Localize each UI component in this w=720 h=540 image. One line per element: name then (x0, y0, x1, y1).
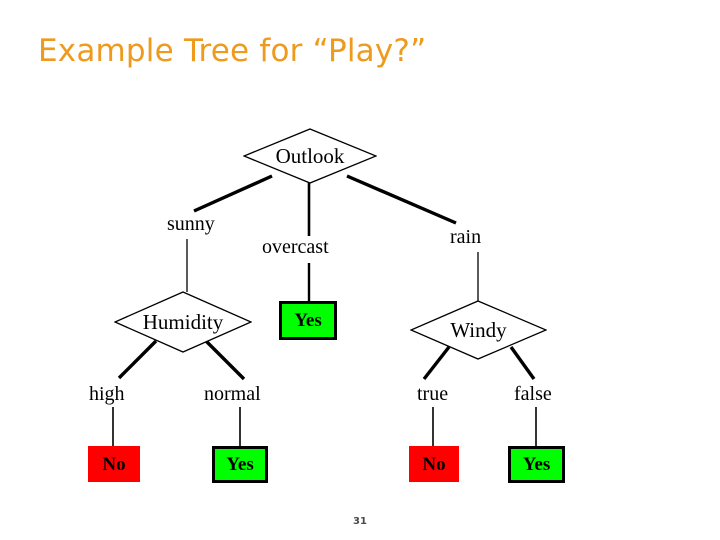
edge-windy-false (509, 346, 536, 380)
edge-label-rain: rain (450, 226, 482, 248)
node-outlook-label: Outlook (275, 143, 345, 168)
page-number: 31 (353, 516, 367, 527)
edge-outlook-rain (346, 174, 457, 225)
node-windy-label: Windy (450, 317, 507, 342)
diamond-shape-humidity (114, 291, 252, 353)
node-humidity-label: Humidity (142, 309, 224, 334)
edge-windy-true (422, 345, 451, 381)
leaf-overcast-yes-label: Yes (294, 310, 322, 331)
edge-label-overcast: overcast (262, 236, 329, 258)
edge-label-high: high (89, 383, 125, 405)
edge-humidity-high (117, 339, 158, 380)
edge-label-normal: normal (204, 383, 261, 405)
node-humidity[interactable]: Humidity (114, 291, 252, 353)
leaf-high-no[interactable]: No (88, 446, 140, 482)
leaf-true-no[interactable]: No (409, 446, 459, 482)
edge-label-sunny: sunny (167, 213, 215, 235)
edge-label-true: true (417, 383, 449, 405)
edge-outlook-sunny (193, 174, 273, 213)
leaf-false-yes[interactable]: Yes (508, 446, 565, 483)
page-title: Example Tree for “Play?” (38, 33, 427, 69)
diamond-shape-windy (410, 300, 547, 360)
edge-label-false: false (514, 383, 552, 405)
edge-humidity-normal (204, 339, 246, 381)
node-windy[interactable]: Windy (410, 300, 547, 360)
leaf-normal-yes[interactable]: Yes (212, 446, 268, 483)
leaf-overcast-yes[interactable]: Yes (279, 301, 337, 340)
leaf-true-no-label: No (422, 453, 446, 475)
node-outlook[interactable]: Outlook (243, 128, 377, 184)
leaf-high-no-label: No (102, 453, 126, 475)
leaf-normal-yes-label: Yes (226, 454, 254, 475)
diamond-shape-outlook (243, 128, 377, 184)
leaf-false-yes-label: Yes (522, 454, 551, 475)
